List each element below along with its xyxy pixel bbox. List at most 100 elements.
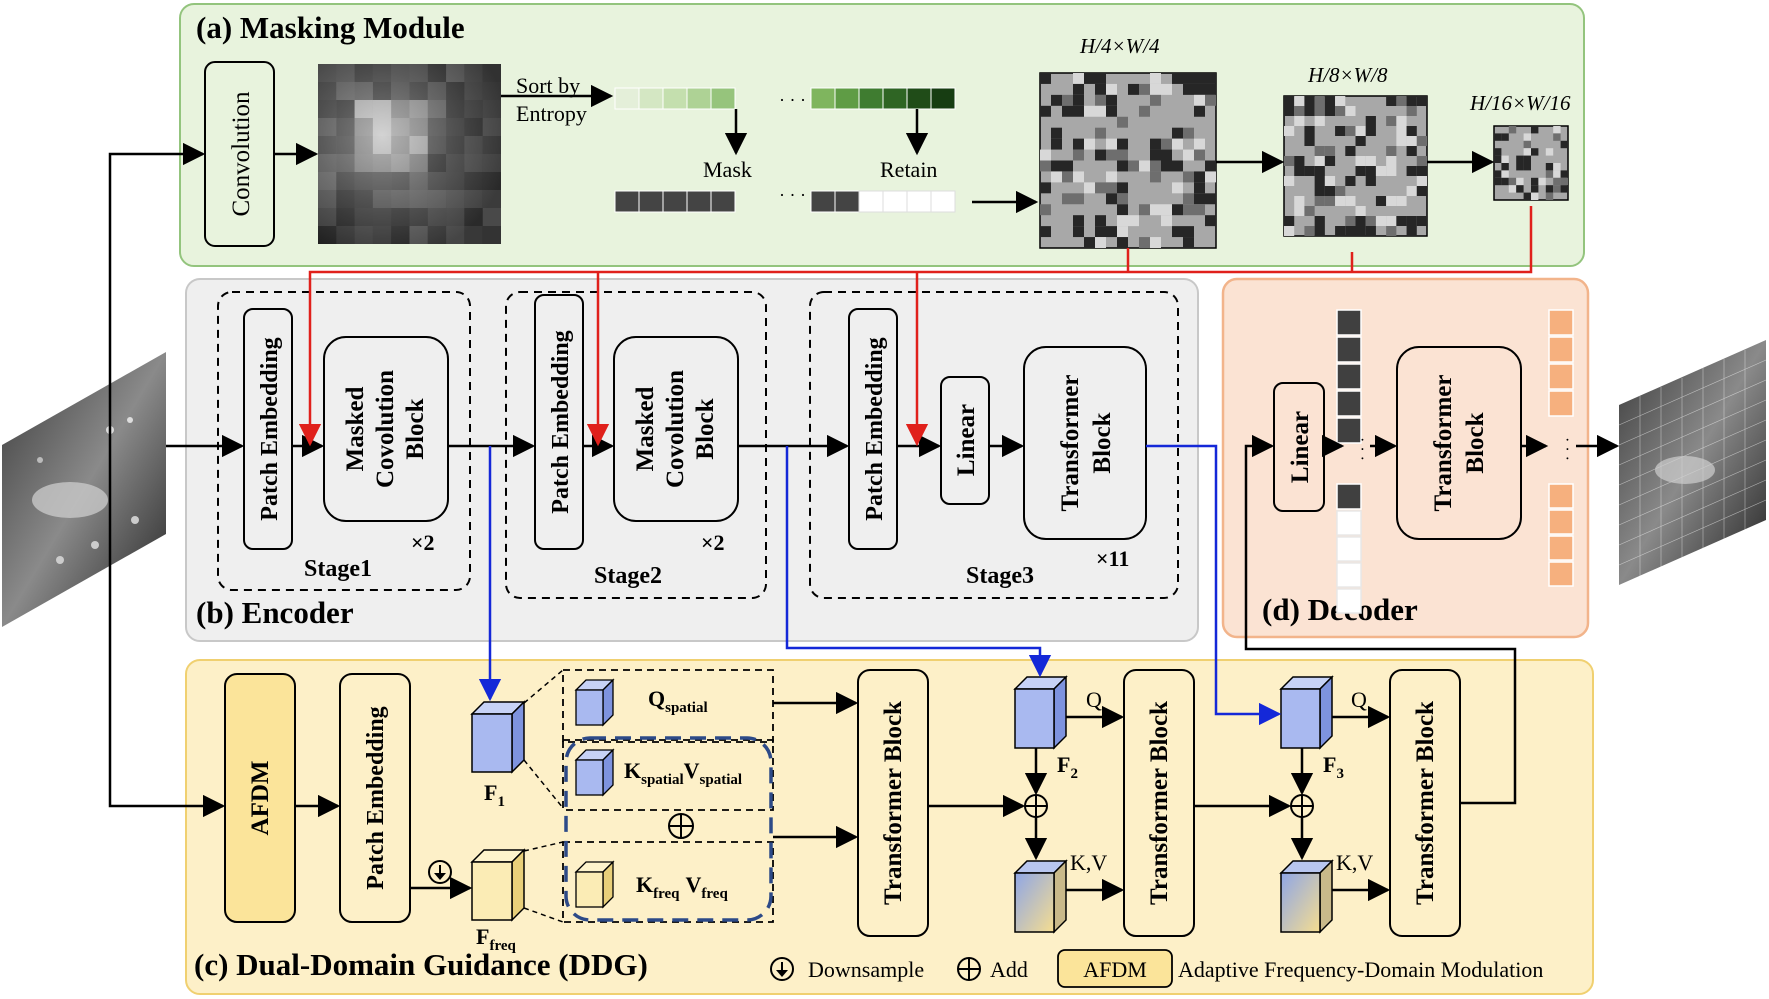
afdm-label: AFDM	[247, 761, 274, 836]
heatmap-cell	[482, 190, 501, 208]
f2-cube	[1013, 675, 1068, 750]
heatmap-cell	[336, 154, 355, 172]
masked-patch	[1365, 226, 1376, 236]
heatmap-cell	[482, 208, 501, 226]
heatmap-cell	[446, 154, 465, 172]
legend-afdm-box	[1057, 949, 1173, 988]
masked-patch	[1355, 126, 1366, 136]
heatmap-cell	[372, 118, 392, 136]
svg-text:Block: Block	[402, 398, 429, 459]
stage2-patch-embedding-label: Patch Embedding	[548, 330, 574, 513]
heatmap-cell	[427, 154, 447, 172]
masked-patch	[1183, 193, 1194, 205]
svg-text:Masked: Masked	[342, 387, 369, 472]
heatmap-cell	[318, 226, 337, 244]
kv-add-symbol	[668, 813, 694, 839]
masked-patch	[1386, 156, 1397, 166]
masking-module-panel	[179, 3, 1585, 267]
heatmap-cell	[427, 118, 447, 136]
masked-patch	[1084, 105, 1095, 117]
masked-patch	[1516, 185, 1524, 193]
masked-patch	[1375, 166, 1387, 176]
heatmap-cell	[464, 136, 483, 154]
heatmap-cell	[372, 172, 392, 190]
entropy-label: Entropy	[516, 101, 587, 126]
heatmap-cell	[372, 190, 392, 208]
masked-patch	[1560, 185, 1568, 193]
heatmap-cell	[391, 100, 410, 118]
decoder-input-tokens	[1336, 309, 1362, 614]
decoder-transformer-block	[1396, 346, 1522, 540]
masked-patch	[1355, 136, 1366, 146]
masked-patch	[1406, 96, 1417, 106]
heatmap-cell	[391, 118, 410, 136]
masked-patch	[1406, 146, 1417, 156]
sorted-token	[710, 87, 736, 110]
svg-text:Block: Block	[1462, 412, 1489, 473]
heatmap-cell	[482, 118, 501, 136]
convolution-label: Convolution	[228, 91, 255, 217]
heatmap-cell	[409, 154, 428, 172]
legend-add-label: Add	[990, 957, 1028, 982]
masked-patch	[1194, 83, 1205, 95]
decoder-input-token	[1336, 417, 1362, 444]
masked-patch	[1345, 106, 1356, 116]
masked-patch	[1117, 149, 1128, 161]
f1-to-group-dashed-bottom	[523, 759, 564, 809]
heatmap-cell	[427, 172, 447, 190]
masked-patch	[1545, 170, 1554, 178]
heatmap-cell	[446, 82, 465, 100]
masked-patch	[1516, 177, 1524, 186]
masked-patch	[1084, 138, 1095, 150]
masked-patch	[1355, 226, 1366, 236]
masked-patch	[1553, 133, 1561, 141]
ddg-transformer-block-2-label: Transformer Block	[1146, 701, 1173, 905]
masked-patch	[1406, 136, 1417, 146]
masked-patch	[1406, 126, 1417, 136]
masked-patch	[1416, 176, 1427, 186]
masked-patch	[1161, 204, 1172, 216]
heatmap-cell	[446, 190, 465, 208]
sort-by-label: Sort by	[516, 73, 580, 98]
heatmap-cell	[318, 172, 337, 190]
stage2-label: Stage2	[594, 563, 662, 589]
masked-patch	[1396, 126, 1407, 136]
masked-patch	[1073, 171, 1084, 183]
f3-kv-label: K,V	[1336, 850, 1373, 875]
heatmap-cell	[354, 64, 373, 82]
masked-patch	[1172, 226, 1183, 238]
heatmap-cell	[427, 190, 447, 208]
heatmap-cell	[464, 64, 483, 82]
heatmap-cell	[354, 154, 373, 172]
stage3-label: Stage3	[966, 563, 1034, 589]
masked-patch	[1051, 160, 1062, 172]
stage1-masked-conv-label: Masked Covolution Block	[342, 370, 429, 488]
retain-token	[930, 190, 956, 213]
heatmap-cell	[372, 136, 392, 154]
masked-patch	[1117, 226, 1128, 238]
masked-patch	[1183, 237, 1194, 248]
heatmap-cell	[336, 100, 355, 118]
masked-patch	[1294, 106, 1305, 116]
masked-patch	[1128, 215, 1139, 227]
masked-patch	[1161, 83, 1172, 95]
masked-patch	[1139, 105, 1150, 117]
masked-patch	[1040, 226, 1051, 238]
heatmap-cell	[464, 226, 483, 244]
masked-patch	[1386, 146, 1397, 156]
f3-label: F3	[1323, 752, 1344, 782]
masked-patch	[1284, 106, 1295, 116]
masked-patch	[1501, 163, 1509, 171]
masked-patch	[1324, 196, 1336, 206]
masked-patch	[1386, 96, 1397, 106]
masked-patch	[1365, 156, 1376, 166]
sorted-token	[614, 87, 640, 110]
masked-patch	[1553, 177, 1561, 186]
masked-patch	[1396, 196, 1407, 206]
input-infrared-image	[2, 352, 166, 627]
masked-patch	[1095, 94, 1106, 106]
heatmap-cell	[464, 100, 483, 118]
masked-patch	[1345, 226, 1356, 236]
decoder-ellipsis-1: · · ·	[1353, 437, 1370, 461]
